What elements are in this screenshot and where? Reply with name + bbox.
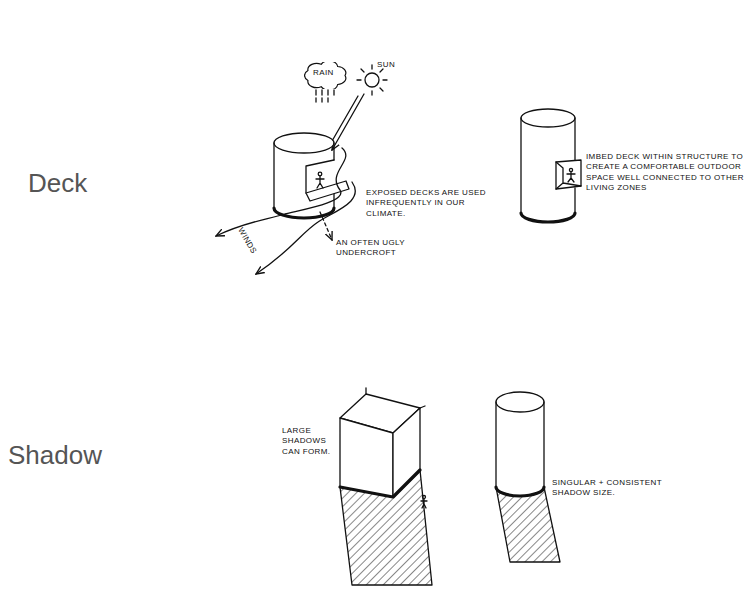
rain-cloud: RAIN [304, 62, 347, 89]
leader-line [320, 212, 332, 240]
wind-line [256, 182, 355, 274]
box-building [340, 388, 432, 585]
cylinder-building [274, 133, 349, 218]
note-text: LARGE SHADOWS CAN FORM. [282, 426, 338, 457]
rain-drops [316, 90, 334, 102]
wind-label: WINDS [235, 226, 258, 256]
row-title: Deck [28, 168, 87, 199]
wind-line [216, 148, 346, 236]
note-text: EXPOSED DECKS ARE USED INFREQUENTLY IN O… [366, 188, 494, 219]
cloud-outline [305, 62, 346, 89]
note-text: IMBED DECK WITHIN STRUCTURE TO CREATE A … [586, 152, 744, 194]
sun-arrow [332, 94, 364, 150]
cylinder-building [521, 109, 581, 222]
sun-label: SUN [377, 60, 395, 70]
note-text: SINGULAR + CONSISTENT SHADOW SIZE. [552, 478, 702, 499]
note-text: AN OFTEN UGLY UNDERCROFT [336, 238, 414, 259]
node-body: RAIN [304, 62, 347, 83]
node-label: RAIN [313, 68, 338, 78]
row-title: Shadow [8, 440, 102, 471]
cylinder-building [496, 392, 560, 562]
sun-symbol [357, 65, 387, 95]
